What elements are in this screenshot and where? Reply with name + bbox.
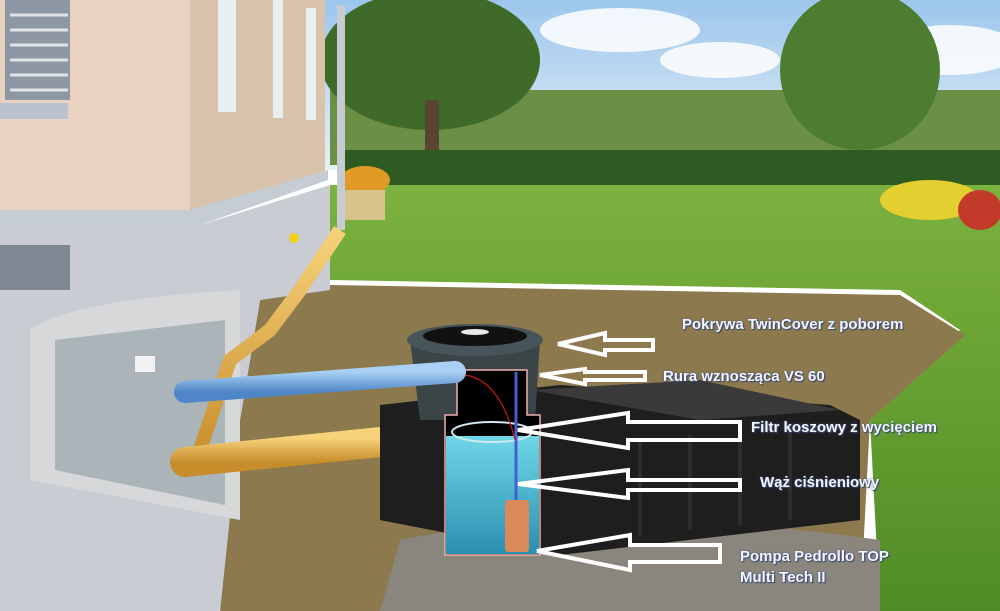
arrow-riser	[539, 366, 647, 387]
label-cover: Pokrywa TwinCover z poborem	[682, 316, 904, 333]
arrow-cover	[557, 330, 655, 358]
label-riser: Rura wznosząca VS 60	[663, 368, 825, 385]
background-trees	[320, 0, 1000, 190]
arrow-hose	[517, 467, 742, 501]
flower-beds	[340, 166, 1000, 230]
label-pump-line1: Pompa Pedrollo TOP	[740, 548, 889, 565]
blue-pipe	[174, 361, 466, 403]
arrow-pump	[536, 532, 722, 573]
arrow-filter	[517, 410, 742, 451]
label-hose: Wąż ciśnieniowy	[760, 474, 880, 491]
clouds	[540, 8, 1000, 78]
label-pump-line2: Multi Tech II	[740, 569, 826, 586]
tank-cutaway	[444, 369, 541, 556]
callout-arrows	[517, 330, 742, 573]
lawn	[330, 185, 1000, 611]
label-filter: Filtr koszowy z wycięciem	[751, 419, 937, 436]
